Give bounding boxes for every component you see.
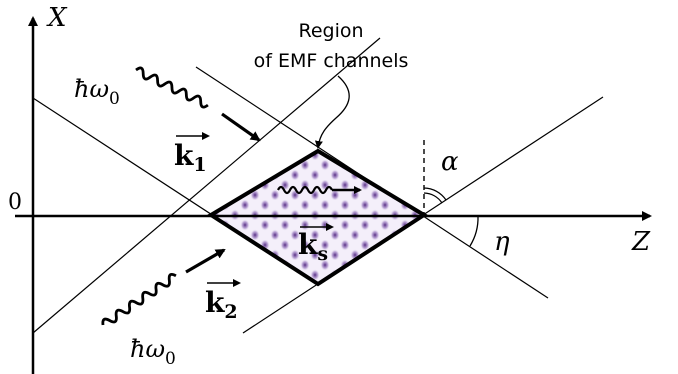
lower-beam-line-left xyxy=(32,37,381,334)
bottom-photon-label: ħω0 xyxy=(130,335,176,369)
axes xyxy=(15,16,652,374)
alpha-angle-marker xyxy=(423,140,447,215)
origin-label: 0 xyxy=(8,190,22,215)
k1-vector-label: k1 xyxy=(174,132,210,176)
k2-vector-label: k2 xyxy=(205,279,241,323)
eta-angle-arc xyxy=(469,215,479,247)
region-pointer-arrow xyxy=(314,75,350,149)
svg-text:k2: k2 xyxy=(205,286,238,323)
region-label-line2: of EMF channels xyxy=(254,50,409,72)
svg-text:ks: ks xyxy=(298,228,328,265)
ks-vector-label: ks xyxy=(298,223,334,265)
x-axis-label: X xyxy=(46,3,68,33)
bottom-photon-wave xyxy=(101,248,226,326)
eta-label: η xyxy=(494,227,510,257)
svg-text:k1: k1 xyxy=(174,139,207,176)
inner-photon-wave xyxy=(277,185,362,195)
alpha-label: α xyxy=(441,147,459,177)
top-photon-label: ħω0 xyxy=(74,75,120,109)
z-axis-label: Z xyxy=(631,227,651,257)
region-label-line1: Region xyxy=(298,20,363,42)
interference-region xyxy=(207,148,428,287)
top-photon-wave xyxy=(135,66,261,142)
